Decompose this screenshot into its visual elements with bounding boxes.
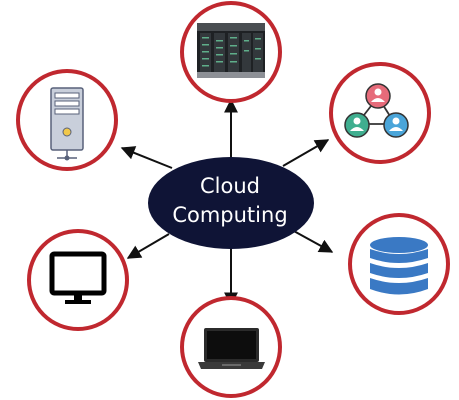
- arrow-to-server: [120, 146, 173, 169]
- node-server-room: [180, 1, 282, 103]
- node-server: [16, 69, 118, 171]
- server-tower-icon: [50, 87, 84, 161]
- user-node-blue: [383, 112, 409, 138]
- node-database: [348, 213, 450, 315]
- user-node-green: [344, 112, 370, 138]
- connector-arrows: [120, 98, 334, 307]
- hub-label-line1: Cloud: [200, 174, 260, 198]
- cloud-computing-hub: Cloud Computing: [148, 157, 314, 249]
- laptop-icon: [198, 328, 265, 369]
- user-network-icon: [344, 83, 409, 138]
- monitor-icon: [49, 251, 107, 304]
- arrow-to-network: [282, 139, 330, 167]
- arrow-to-database: [291, 229, 334, 253]
- server-racks-photo-icon: [197, 23, 265, 78]
- hub-label-line2: Computing: [172, 203, 287, 227]
- database-icon: [370, 237, 428, 295]
- node-monitor: [27, 229, 129, 331]
- user-node-pink: [365, 83, 391, 109]
- node-laptop: [180, 296, 282, 398]
- node-network: [329, 62, 431, 164]
- arrow-to-monitor: [126, 233, 170, 259]
